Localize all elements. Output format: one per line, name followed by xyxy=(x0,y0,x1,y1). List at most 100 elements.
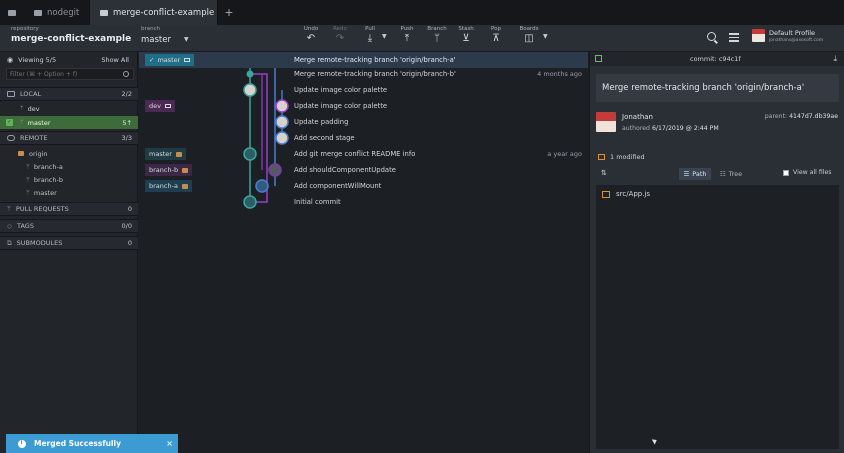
filter-input[interactable] xyxy=(6,68,134,80)
new-tab-button[interactable]: + xyxy=(224,6,234,19)
viewing-row: ◉ Viewing 5/5 Show All xyxy=(0,53,138,66)
commit-detail-header: commit: c94c1f ⤓ xyxy=(590,52,844,66)
pop-button[interactable]: Pop ⊼ xyxy=(481,26,511,44)
show-all-link[interactable]: Show All xyxy=(101,55,129,64)
commit-avatar-node xyxy=(268,163,282,177)
boards-button[interactable]: Boards ◫ xyxy=(514,26,544,44)
checkbox[interactable] xyxy=(783,169,789,176)
section-submodules[interactable]: ⧉ SUBMODULES 0 xyxy=(0,236,138,250)
profile-avatar[interactable] xyxy=(752,29,765,42)
caret-down-icon[interactable]: ▼ xyxy=(184,36,189,43)
commit-row[interactable]: Add second stage xyxy=(139,130,588,146)
remote-branch-a[interactable]: ᛘ branch-a xyxy=(26,162,63,171)
branch-icon: ᛘ xyxy=(20,105,24,112)
pull-options-caret-icon[interactable]: ▼ xyxy=(382,33,387,40)
search-icon xyxy=(123,71,129,77)
remote-branch-master[interactable]: ᛘ master xyxy=(26,188,57,197)
branch-icon: ᛘ xyxy=(26,175,30,184)
branch-label: branch xyxy=(141,26,161,32)
branch-icon: ᛘ xyxy=(434,33,440,44)
branch-tag-branch-a[interactable]: branch-a xyxy=(145,180,192,192)
file-item[interactable]: src/App.js xyxy=(602,190,650,198)
tab-nodegit[interactable]: nodegit xyxy=(24,0,90,25)
branch-icon: ᛘ xyxy=(26,188,30,197)
commit-avatar-node xyxy=(255,179,269,193)
lane-branch-b-line xyxy=(250,73,268,203)
remote-branch-b[interactable]: ᛘ branch-b xyxy=(26,175,63,184)
commit-message: Initial commit xyxy=(294,198,341,206)
laptop-icon xyxy=(164,104,171,108)
tree-icon: ☷ xyxy=(719,170,726,178)
branch-selector[interactable]: master xyxy=(141,35,171,45)
section-local[interactable]: LOCAL 2/2 xyxy=(0,87,138,101)
commit-summary: Merge remote-tracking branch 'origin/bra… xyxy=(596,74,839,102)
tab-merge-conflict-example[interactable]: merge-conflict-example xyxy=(90,0,218,25)
cloud-icon xyxy=(7,135,15,141)
commit-avatar-node xyxy=(243,83,257,97)
boards-caret-icon[interactable]: ▼ xyxy=(543,33,548,40)
profile-name[interactable]: Default Profile xyxy=(769,29,816,37)
edit-icon[interactable] xyxy=(595,55,602,62)
stash-button[interactable]: Stash ⊻ xyxy=(451,26,481,44)
pull-button[interactable]: Pull ⤓ xyxy=(355,26,385,44)
branch-button[interactable]: Branch ᛘ xyxy=(422,26,452,44)
download-icon[interactable]: ⤓ xyxy=(833,54,837,63)
remote-icon xyxy=(175,151,182,157)
remote-icon xyxy=(182,167,189,173)
commit-avatar-node xyxy=(243,195,257,209)
commit-row[interactable]: branch-b Add shouldComponentUpdate xyxy=(139,162,588,178)
toolbar: repository merge-conflict-example › bran… xyxy=(0,25,844,52)
commit-row[interactable]: Update image color palette xyxy=(139,82,588,98)
hamburger-menu-icon[interactable] xyxy=(729,33,739,44)
commit-message: Merge remote-tracking branch 'origin/bra… xyxy=(294,70,456,78)
repository-name[interactable]: merge-conflict-example xyxy=(11,34,132,44)
commit-message: Add git merge conflict README info xyxy=(294,150,416,158)
branch-tag-branch-b[interactable]: branch-b xyxy=(145,164,193,176)
commit-row[interactable]: Merge remote-tracking branch 'origin/bra… xyxy=(139,66,588,82)
section-tags[interactable]: ◇ TAGS 0/0 xyxy=(0,219,138,233)
view-all-files-checkbox[interactable]: View all files xyxy=(783,169,832,176)
commit-row[interactable]: ✓ master Merge remote-tracking branch 'o… xyxy=(139,52,588,68)
modified-count: 1 modified xyxy=(598,153,645,161)
remote-icon xyxy=(181,183,188,189)
close-icon[interactable]: × xyxy=(166,439,173,448)
commit-row[interactable]: branch-a Add componentWillMount xyxy=(139,178,588,194)
sort-icon[interactable]: ⇅ xyxy=(601,169,607,177)
eye-icon[interactable]: ◉ xyxy=(7,55,14,64)
path-view-button[interactable]: ☰ Path xyxy=(679,168,711,180)
checkmark-icon: ✓ xyxy=(6,119,13,126)
commit-row[interactable]: Initial commit xyxy=(139,194,588,210)
branch-tag-origin-master[interactable]: master xyxy=(145,148,186,160)
undo-button[interactable]: Undo ↶ xyxy=(296,26,326,44)
branch-icon: ᛘ xyxy=(20,119,24,126)
pop-icon: ⊼ xyxy=(492,33,500,44)
parent-sha[interactable]: parent: 4147d7.db39ae xyxy=(764,113,838,120)
commit-avatar-node xyxy=(275,99,289,113)
branch-tag-master[interactable]: ✓ master xyxy=(145,54,195,66)
local-branch-dev[interactable]: ᛘ dev xyxy=(20,104,40,113)
tree-view-button[interactable]: ☷ Tree xyxy=(719,170,743,178)
remote-folder-icon xyxy=(18,151,24,156)
commit-message: Add second stage xyxy=(294,134,355,142)
commit-row[interactable]: dev Update image color palette xyxy=(139,98,588,114)
remote-count: 3/3 xyxy=(121,134,132,142)
commit-row[interactable]: Update padding xyxy=(139,114,588,130)
section-remote[interactable]: REMOTE 3/3 xyxy=(0,131,138,145)
modified-file-icon xyxy=(602,190,610,198)
commit-detail-panel: commit: c94c1f ⤓ Merge remote-tracking b… xyxy=(589,52,844,453)
tab-label: nodegit xyxy=(47,7,80,18)
branch-tag-dev[interactable]: dev xyxy=(145,100,175,112)
local-branch-master[interactable]: ✓ ᛘ master 5↑ xyxy=(0,116,138,129)
commit-message: Update image color palette xyxy=(294,86,388,94)
repository-label: repository xyxy=(11,26,39,32)
redo-button[interactable]: Redo ↷ xyxy=(325,26,355,44)
push-button[interactable]: Push ⤒ xyxy=(392,26,422,44)
commit-row[interactable]: master Add git merge conflict README inf… xyxy=(139,146,588,162)
chevron-right-icon[interactable]: › xyxy=(115,34,119,44)
remote-origin[interactable]: origin xyxy=(0,147,138,160)
search-icon[interactable] xyxy=(707,32,716,41)
graph-lanes xyxy=(243,52,289,209)
section-pull-requests[interactable]: ᛘ PULL REQUESTS 0 xyxy=(0,202,138,216)
open-repo-folder-icon[interactable] xyxy=(0,0,24,25)
